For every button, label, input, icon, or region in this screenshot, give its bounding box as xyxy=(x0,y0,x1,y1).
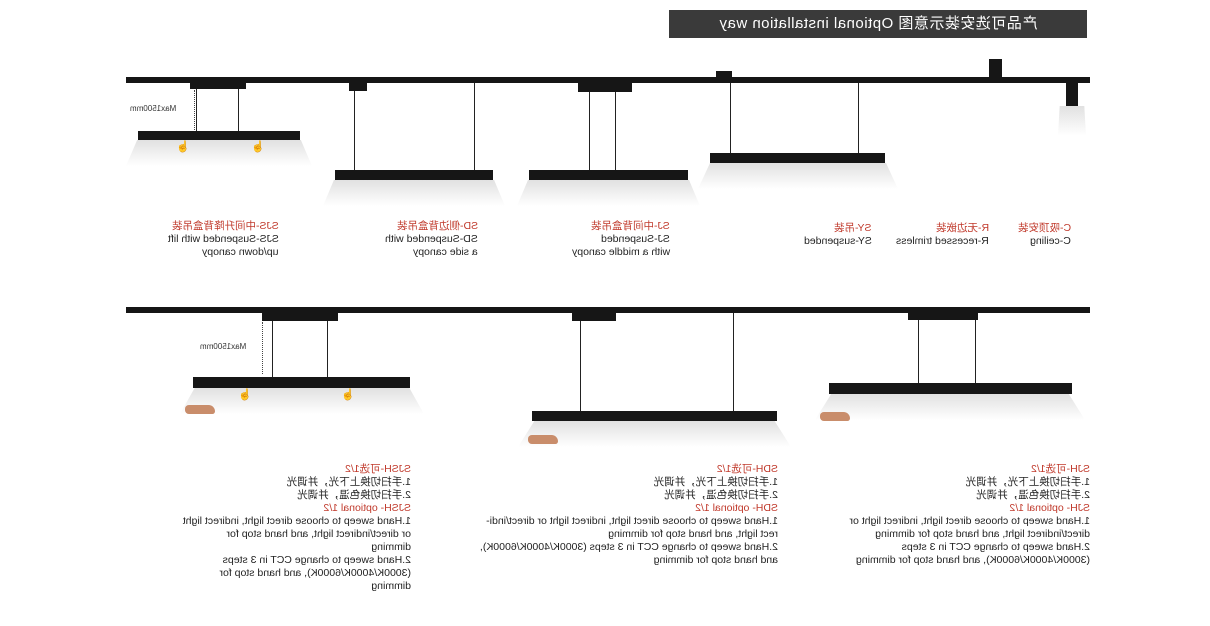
canopy-sd xyxy=(349,83,367,91)
label-sy: SY-吊装 SY-suspended xyxy=(804,222,872,247)
hand-sweep-icon xyxy=(820,412,850,421)
label-sjs: SJS-中间升降背盒吊装 SJS-Suspended with lift up/… xyxy=(168,220,279,258)
hand-sweep-icon xyxy=(528,435,558,444)
hand-icon: ☝ xyxy=(341,389,355,401)
ceiling-rail-bottom xyxy=(126,307,1090,313)
linear-fixture-sd xyxy=(335,170,493,180)
light-glow xyxy=(323,180,505,206)
hand-icon: ☝ xyxy=(251,141,265,153)
canopy-sjsh xyxy=(262,313,338,321)
linear-fixture-sdh xyxy=(532,411,777,421)
suspension-wire xyxy=(733,313,734,411)
linear-fixture-sy xyxy=(710,153,885,163)
dimension-label: Max1500mm xyxy=(130,104,177,113)
suspension-wire xyxy=(272,321,273,377)
light-glow xyxy=(180,388,424,414)
suspension-wire xyxy=(918,320,919,383)
suspension-wire xyxy=(730,83,731,153)
description-sjsh: SJSH-可选1/2 1.手扫切换上下光，并调光 2.手扫切换色温，并调光 SJ… xyxy=(182,463,411,592)
label-sd: SD-侧边背盒吊装 SD-Suspended with a side canop… xyxy=(385,220,478,258)
title-banner: 产品可选安装示意图 Optional installation way xyxy=(669,10,1087,38)
hand-icon: ☝ xyxy=(176,141,190,153)
light-glow xyxy=(1058,106,1086,136)
suspension-wire xyxy=(196,89,197,131)
title-text: 产品可选安装示意图 Optional installation way xyxy=(718,15,1038,32)
canopy-sj xyxy=(578,83,632,92)
description-sdh: SDH-可选1/2 1.手扫切换上下光，并调光 2.手扫切换色温，并调光 SDH… xyxy=(479,463,778,566)
dimension-label: Max1500mm xyxy=(200,342,247,351)
hand-sweep-icon xyxy=(185,405,215,414)
suspension-wire xyxy=(975,320,976,383)
ceiling-rail-top xyxy=(126,77,1090,83)
suspension-wire xyxy=(580,321,581,411)
suspension-wire xyxy=(238,89,239,131)
light-glow xyxy=(126,140,312,166)
dimension-arrow xyxy=(194,90,195,130)
label-c: C-吸顶安装 C-ceiling xyxy=(1018,222,1072,247)
label-r: R-无边嵌装 R-recessed trimless xyxy=(896,222,989,247)
light-glow xyxy=(698,163,898,189)
hand-icon: ☝ xyxy=(238,389,252,401)
light-glow xyxy=(518,421,791,447)
canopy-sjh xyxy=(908,313,978,320)
light-glow xyxy=(517,180,700,206)
linear-fixture-sjs xyxy=(138,131,300,140)
suspension-wire xyxy=(354,91,355,170)
linear-fixture-sjsh xyxy=(193,377,410,388)
suspension-wire xyxy=(615,92,616,170)
suspension-wire xyxy=(327,321,328,377)
dimension-arrow xyxy=(262,322,263,374)
canopy-sdh xyxy=(572,313,616,321)
ceiling-fixture-c xyxy=(1066,83,1078,106)
linear-fixture-sj xyxy=(529,170,688,180)
description-sjh: SJH-可选1/2 1.手扫切换上下光，并调光 2.手扫切换色温，并调光 SJH… xyxy=(849,463,1090,566)
suspension-wire xyxy=(589,92,590,170)
recessed-fixture-r xyxy=(989,59,1002,79)
connector-sy xyxy=(716,71,732,79)
light-glow xyxy=(815,394,1085,420)
canopy-sjs xyxy=(190,83,246,89)
suspension-wire xyxy=(858,83,859,153)
label-sj: SJ-中间背盒吊装 SJ-Suspended with a middle can… xyxy=(572,220,671,258)
suspension-wire xyxy=(474,83,475,170)
linear-fixture-sjh xyxy=(829,383,1072,394)
